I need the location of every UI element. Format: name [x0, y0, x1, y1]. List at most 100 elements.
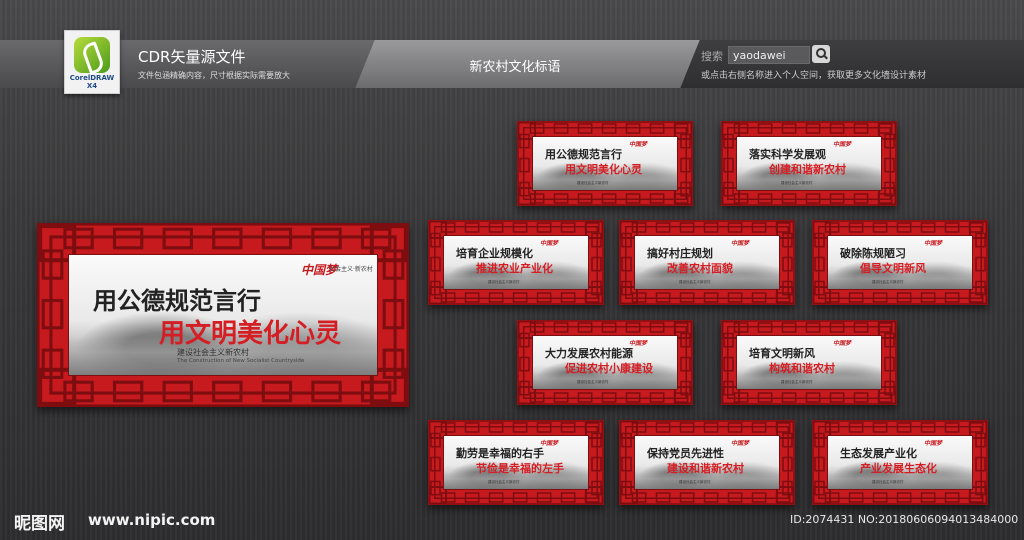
lattice-line — [679, 422, 695, 433]
lattice-line — [577, 392, 593, 403]
lattice-line — [591, 280, 602, 296]
brand-badge: 社会主义·新农村 — [329, 266, 373, 273]
lattice-line — [619, 420, 638, 439]
lattice-line — [112, 380, 144, 403]
lattice-line — [721, 320, 897, 405]
lattice-line — [781, 123, 797, 134]
lattice-line — [625, 226, 789, 299]
lattice-line — [428, 420, 447, 439]
lattice-line — [577, 193, 593, 204]
mist-layer — [635, 272, 779, 289]
lattice-line — [37, 223, 409, 407]
lattice-frame — [428, 420, 604, 505]
mist-layer — [444, 472, 588, 489]
brand-logo: 中国梦 — [629, 340, 648, 347]
lattice-line — [721, 386, 740, 405]
lattice-line — [853, 322, 869, 333]
search-input[interactable] — [728, 46, 810, 64]
lattice-line — [536, 422, 552, 433]
lattice-line — [674, 386, 693, 405]
brand-logo: 中国梦 — [540, 240, 559, 247]
lattice-line — [553, 123, 569, 134]
sign-line-2: 构筑和谐农村 — [769, 362, 835, 375]
lattice-line — [733, 123, 749, 134]
lattice-line — [434, 426, 598, 499]
lattice-line — [529, 322, 545, 333]
lattice-line — [818, 426, 982, 499]
lattice-line — [430, 480, 441, 496]
sign-inner-panel: 中国梦 社会主义·新农村 用公德规范言行 用文明美化心灵 建设社会主义新农村 T… — [68, 254, 378, 376]
lattice-line — [464, 292, 480, 303]
sign-line-2: 用文明美化心灵 — [159, 319, 342, 349]
lattice-frame — [619, 420, 795, 505]
lattice-line — [625, 322, 641, 333]
lattice-line — [848, 422, 864, 433]
lattice-line — [464, 492, 480, 503]
sign-line-2: 建设和谐新农村 — [667, 462, 744, 475]
header-bar: 新农村文化标语 CorelDRAW X4 CDR矢量源文件 文件包涵精确内容，尺… — [0, 0, 1024, 96]
small-sign-panel: 中国梦 保持党员先进性 建设和谐新农村 建设社会主义新农村 — [619, 420, 795, 505]
lattice-line — [428, 220, 604, 305]
search-label: 搜索 — [701, 50, 723, 63]
lattice-line — [674, 187, 693, 206]
lattice-line — [649, 392, 665, 403]
sign-inner-panel: 中国梦 培育企业规模化 推进农业产业化 建设社会主义新农村 — [443, 235, 589, 290]
lattice-line — [517, 320, 536, 339]
lattice-line — [723, 332, 734, 348]
lattice-line — [944, 222, 960, 233]
brand-logo: 中国梦 — [924, 440, 943, 447]
lattice-line — [757, 392, 773, 403]
lattice-line — [162, 380, 193, 403]
sign-inner-panel: 中国梦 用公德规范言行 用文明美化心灵 建设社会主义新农村 — [532, 136, 678, 191]
small-sign-panel: 中国梦 搞好村庄规划 改善农村面貌 建设社会主义新农村 — [619, 220, 795, 305]
lattice-line — [655, 492, 671, 503]
lattice-line — [601, 193, 617, 204]
lattice-line — [440, 422, 456, 433]
lattice-line — [703, 292, 719, 303]
lattice-frame — [619, 220, 795, 305]
watermark-site: 昵图网 — [14, 514, 65, 534]
ribbon-title: 新农村文化标语 — [469, 60, 561, 75]
lattice-line — [519, 133, 530, 149]
sign-footer-cn: 建设社会主义新农村 — [679, 480, 711, 484]
sign-line-2: 产业发展生态化 — [860, 462, 937, 475]
lattice-line — [776, 286, 795, 305]
brand-logo: 中国梦 — [629, 141, 648, 148]
lattice-line — [727, 222, 743, 233]
large-sign-panel: 中国梦 社会主义·新农村 用公德规范言行 用文明美化心灵 建设社会主义新农村 T… — [37, 223, 409, 407]
search-icon[interactable] — [812, 45, 830, 63]
lattice-line — [674, 121, 693, 140]
lattice-line — [723, 181, 734, 197]
sign-footer-cn: 建设社会主义新农村 — [488, 280, 520, 284]
lattice-line — [723, 133, 734, 149]
lattice-line — [112, 227, 144, 250]
lattice-line — [969, 286, 988, 305]
lattice-line — [382, 348, 405, 379]
lattice-line — [848, 492, 864, 503]
sign-line-1: 用公德规范言行 — [93, 286, 261, 315]
lattice-line — [585, 420, 604, 439]
lattice-frame — [812, 420, 988, 505]
lattice-frame — [721, 121, 897, 206]
lattice-line — [621, 232, 632, 248]
small-sign-panel: 中国梦 大力发展农村能源 促进农村小康建设 建设社会主义新农村 — [517, 320, 693, 405]
lattice-line — [430, 256, 441, 272]
lattice-line — [975, 432, 986, 448]
lattice-line — [872, 292, 888, 303]
lattice-line — [878, 121, 897, 140]
lattice-line — [782, 456, 793, 472]
brand-logo: 中国梦 — [731, 440, 750, 447]
lattice-line — [703, 222, 719, 233]
lattice-line — [261, 380, 293, 403]
mist-layer — [737, 372, 881, 389]
lattice-line — [975, 480, 986, 496]
lattice-line — [440, 292, 456, 303]
lattice-line — [781, 392, 797, 403]
lattice-line — [560, 222, 576, 233]
sign-line-2: 改善农村面貌 — [667, 262, 733, 275]
lattice-line — [631, 222, 647, 233]
lattice-line — [519, 356, 530, 372]
small-sign-panel: 中国梦 培育文明新风 构筑和谐农村 建设社会主义新农村 — [721, 320, 897, 405]
lattice-line — [781, 322, 797, 333]
lattice-line — [727, 127, 891, 200]
